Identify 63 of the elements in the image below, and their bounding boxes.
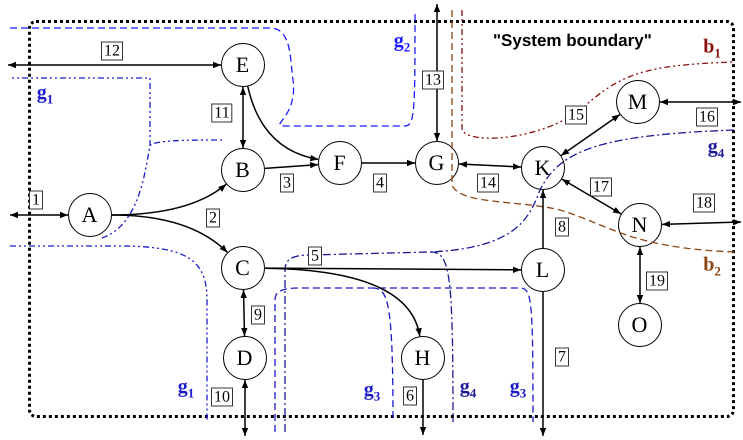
flow-label: g$_{1}$	[36, 82, 54, 108]
edge-label: 16	[696, 108, 718, 126]
edge-label: 5	[308, 246, 322, 266]
edge-label: 13	[422, 70, 444, 90]
state-circle: N	[618, 202, 662, 246]
edge-label: 19	[646, 272, 668, 290]
edge-label: 17	[590, 178, 612, 196]
edge-label: 6	[403, 386, 417, 406]
flow-label: b$_{1}$	[703, 36, 721, 62]
state-circle: L	[520, 248, 564, 292]
arrow	[662, 219, 742, 228]
arrow	[242, 380, 248, 436]
edge-label: 9	[251, 306, 265, 324]
state-circle: O	[618, 302, 662, 346]
state-circle: C	[220, 246, 264, 290]
arrow	[636, 247, 644, 303]
arrow	[560, 114, 620, 156]
edge-label: 2	[206, 208, 220, 228]
edge-label: 14	[477, 174, 499, 192]
edge-label: 12	[101, 42, 123, 60]
edge-label: 11	[211, 104, 233, 122]
arrow	[562, 178, 622, 214]
edge-label: 15	[565, 106, 587, 124]
edge-label: 7	[555, 348, 569, 366]
arrow	[8, 62, 221, 68]
arrow	[10, 212, 68, 218]
arrow	[264, 268, 421, 336]
flow-label: g$_{3}$	[364, 380, 380, 406]
state-circle: A	[68, 192, 112, 236]
edge-label: 18	[693, 194, 715, 212]
arrow	[362, 160, 415, 166]
flow-label: g$_{4}$	[708, 136, 724, 162]
state-circle: K	[520, 146, 564, 190]
boundary-title: "System boundary"	[493, 31, 652, 51]
arrow	[540, 292, 546, 436]
state-circle: F	[318, 140, 362, 184]
state-circle: G	[414, 140, 458, 184]
edge-label: 1	[29, 190, 43, 210]
arrow	[458, 161, 522, 170]
edge-label: 3	[280, 174, 294, 192]
arrow	[240, 290, 248, 336]
edge-label: 4	[373, 174, 387, 192]
arrow	[660, 98, 741, 106]
flow-label: g$_{1}$	[178, 376, 194, 402]
arrow	[434, 4, 440, 141]
state-circle: D	[222, 336, 266, 380]
state-circle: B	[220, 148, 264, 192]
arrow	[247, 86, 318, 161]
arrow	[112, 184, 227, 216]
arrow	[112, 214, 228, 253]
state-circle: H	[400, 336, 444, 380]
flow-label: g$_{4}$	[460, 376, 476, 402]
flow-label: g$_{3}$	[510, 376, 526, 402]
arrow	[264, 162, 318, 170]
flow-label: g$_{2}$	[394, 30, 410, 56]
flow-label: b$_{2}$	[703, 254, 721, 280]
arrow	[540, 190, 546, 248]
state-circle: M	[616, 80, 660, 124]
edge-label: 10	[211, 388, 233, 406]
state-circle: E	[220, 42, 264, 86]
arrow	[240, 87, 246, 148]
edge-label: 8	[555, 218, 569, 236]
arrow	[420, 380, 426, 435]
